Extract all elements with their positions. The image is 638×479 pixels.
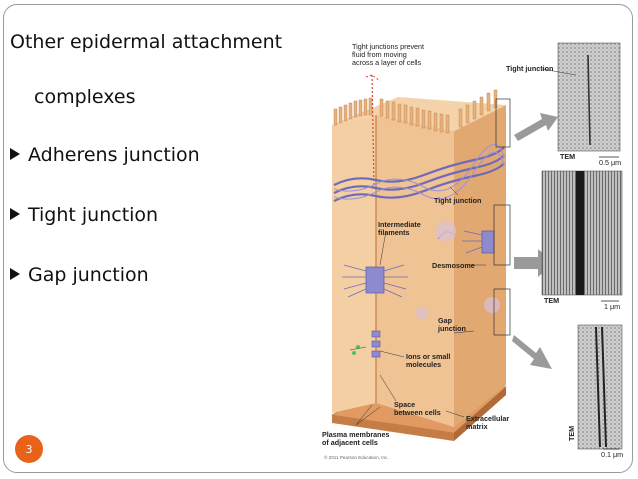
- arrow-bullet-icon: [10, 208, 20, 220]
- copyright-text: © 2011 Pearson Education, Inc.: [324, 454, 389, 460]
- microvilli: [333, 89, 498, 134]
- label-tight-prevent-2: fluid from moving: [352, 50, 407, 59]
- label-intermediate-2: filaments: [378, 228, 410, 237]
- label-tem-1: TEM: [560, 152, 575, 161]
- label-ions-2: molecules: [406, 360, 441, 369]
- label-tem-2: TEM: [544, 296, 559, 305]
- epithelial-cell-right: [376, 115, 454, 427]
- arrow-bullet-icon: [10, 268, 20, 280]
- bullet-gap-junction: Gap junction: [10, 264, 149, 286]
- label-tight-junction-em: Tight junction: [506, 64, 553, 73]
- label-extracellular-2: matrix: [466, 422, 488, 431]
- bullet-tight-junction: Tight junction: [10, 204, 158, 226]
- label-ions-1: Ions or small: [406, 352, 450, 361]
- label-scale-1: 0.5 μm: [599, 158, 621, 167]
- label-space-2: between cells: [394, 408, 441, 417]
- bullet-adherens-junction: Adherens junction: [10, 144, 200, 166]
- bullet-text: Tight junction: [28, 204, 159, 226]
- desmosome-right: [437, 230, 495, 254]
- label-intermediate-1: Intermediate: [378, 220, 421, 229]
- slide: Other epidermal attachment complexes Adh…: [3, 4, 633, 473]
- label-tem-3: TEM: [567, 426, 576, 441]
- page-number-badge: 3: [15, 435, 43, 463]
- slide-title-line2: complexes: [34, 86, 136, 108]
- arrow-bullet-icon: [10, 148, 20, 160]
- label-plasma-2: of adjacent cells: [322, 438, 378, 447]
- cell-junctions-figure: Tight junctions prevent fluid from movin…: [322, 42, 623, 460]
- bullet-text: Gap junction: [28, 264, 149, 286]
- epithelial-cell-left: [332, 115, 376, 413]
- label-desmosome: Desmosome: [432, 261, 475, 270]
- desmosome-left: [342, 264, 408, 298]
- label-space-1: Space: [394, 400, 415, 409]
- label-tight-prevent-1: Tight junctions prevent: [352, 42, 424, 51]
- label-tight-prevent-3: across a layer of cells: [352, 58, 422, 67]
- bullet-text: Adherens junction: [28, 144, 200, 166]
- label-gap-1: Gap: [438, 316, 453, 325]
- label-tight-junction: Tight junction: [434, 196, 481, 205]
- label-scale-3: 0.1 μm: [601, 450, 623, 459]
- slide-title-line1: Other epidermal attachment: [10, 31, 283, 53]
- label-extracellular-1: Extracellular: [466, 414, 509, 423]
- label-scale-2: 1 μm: [604, 302, 620, 311]
- gap-junction-channels: [371, 330, 381, 358]
- label-gap-2: junction: [437, 324, 466, 333]
- label-plasma-1: Plasma membranes: [322, 430, 390, 439]
